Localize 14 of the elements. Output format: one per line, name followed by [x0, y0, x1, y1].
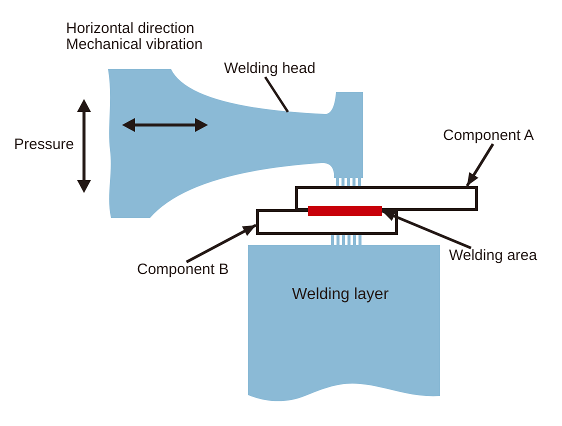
part-label: Welding area: [449, 248, 538, 264]
leader-arrow: [466, 143, 494, 187]
leader-arrow: [381, 210, 472, 250]
annotation-text: Horizontal direction Mechanical vibration: [66, 21, 204, 53]
welding-base-block: [248, 235, 440, 403]
weld-area-bar: [308, 206, 382, 216]
annotation-text: Pressure: [14, 137, 74, 153]
leader-line: [264, 76, 289, 113]
component-plate: [295, 186, 478, 211]
part-label: Component B: [137, 262, 229, 278]
part-label: Welding layer: [292, 287, 389, 303]
leader-arrow: [186, 224, 257, 264]
part-label: Component A: [443, 128, 534, 144]
part-label: Welding head: [224, 61, 316, 77]
